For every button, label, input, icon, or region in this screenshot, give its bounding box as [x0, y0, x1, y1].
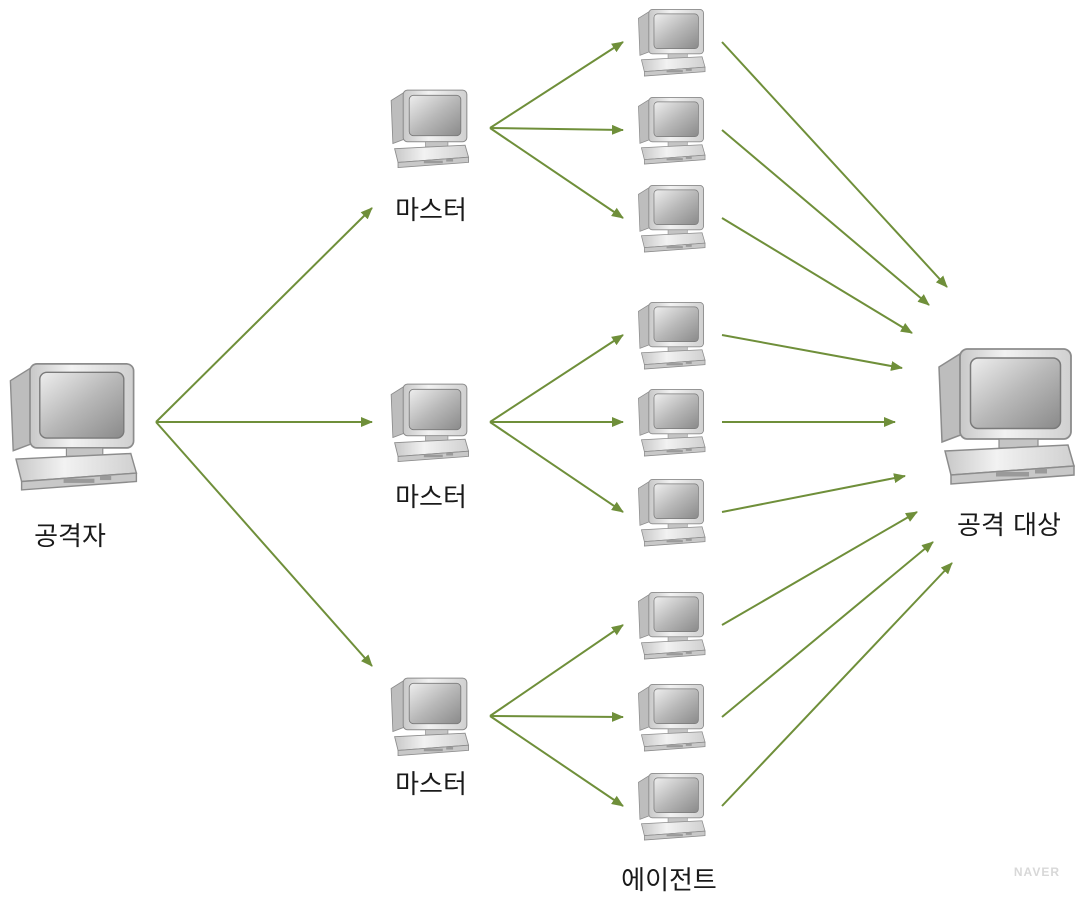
- connection-arrows: [155, 41, 953, 807]
- master-3-to-agent-arrow-1: [489, 624, 624, 717]
- master-label-1: 마스터: [395, 196, 467, 226]
- attacker-to-master-arrow-3: [155, 421, 373, 667]
- attacker-label: 공격자: [34, 522, 106, 552]
- attacker-computer-icon: [9, 362, 138, 491]
- master-2-to-agent-arrow-1: [489, 334, 624, 423]
- master-computer-icon-3: [390, 677, 470, 757]
- agent-label: 에이전트: [621, 866, 717, 896]
- master-3-to-agent-arrow-3: [489, 715, 624, 807]
- agent-computer-icon-2: [637, 96, 706, 165]
- agent-computer-icon-7: [637, 591, 706, 660]
- attacker-to-master-arrow-1: [155, 207, 373, 423]
- agent-6-to-target-arrow: [721, 473, 906, 513]
- agent-7-to-target-arrow: [721, 511, 918, 626]
- master-label-3: 마스터: [395, 770, 467, 800]
- agent-computer-icon-3: [637, 184, 706, 253]
- master-label-2: 마스터: [395, 483, 467, 513]
- agent-1-to-target-arrow: [721, 41, 948, 288]
- agent-computer-icon-1: [637, 8, 706, 77]
- master-computer-icon-1: [390, 89, 470, 169]
- master-computer-icon-2: [390, 383, 470, 463]
- agent-computer-icon-6: [637, 478, 706, 547]
- agent-9-to-target-arrow: [721, 562, 953, 807]
- target-computer-icon: [938, 348, 1075, 485]
- agent-3-to-target-arrow: [721, 217, 913, 334]
- master-1-to-agent-arrow-3: [489, 127, 624, 219]
- watermark: NAVER: [1013, 865, 1060, 879]
- agent-computer-icon-5: [637, 388, 706, 457]
- agent-4-to-target-arrow: [721, 334, 903, 371]
- target-label: 공격 대상: [957, 511, 1061, 541]
- agent-2-to-target-arrow: [721, 129, 930, 306]
- master-1-to-agent-arrow-1: [489, 41, 624, 129]
- master-2-to-agent-arrow-3: [489, 421, 624, 513]
- master-1-to-agent-arrow-2: [489, 124, 624, 135]
- master-3-to-agent-arrow-2: [489, 711, 624, 722]
- agent-computer-icon-8: [637, 683, 706, 752]
- agent-8-to-target-arrow: [721, 541, 934, 718]
- agent-computer-icon-9: [637, 772, 706, 841]
- agent-computer-icon-4: [637, 301, 706, 370]
